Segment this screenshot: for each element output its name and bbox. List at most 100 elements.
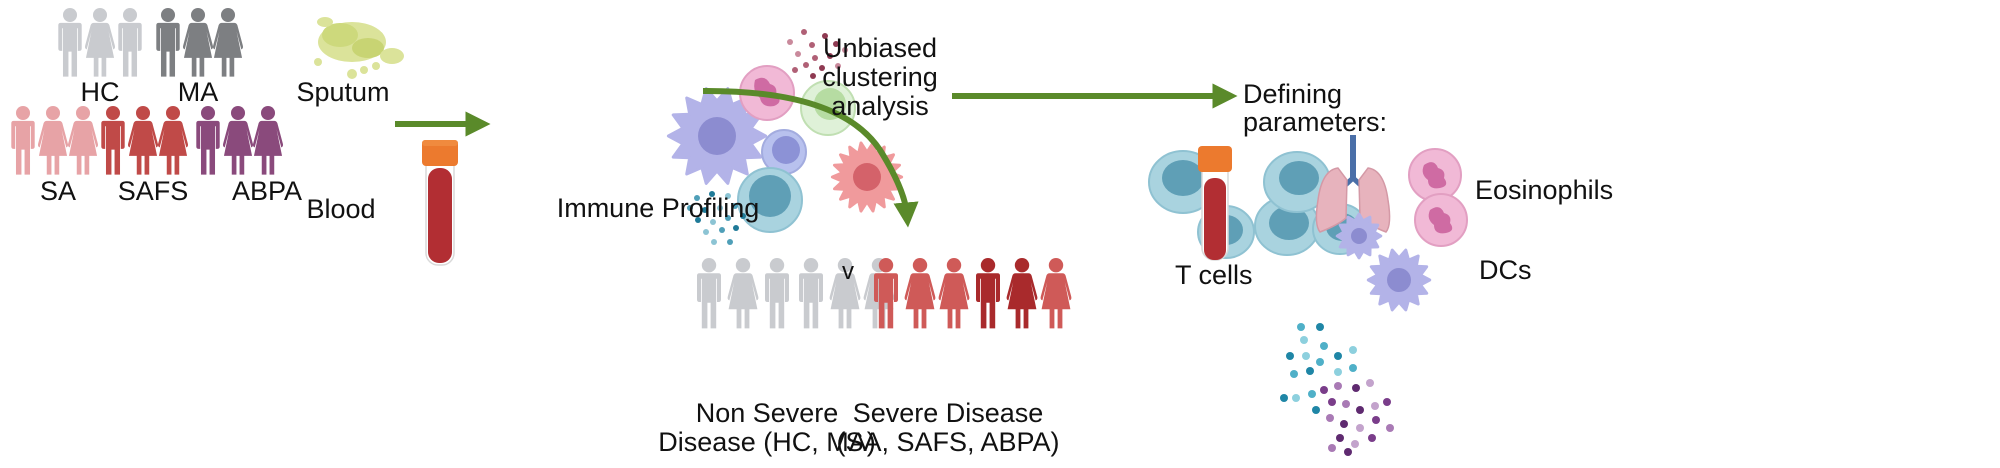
teal-cytokine-dot (1290, 370, 1298, 378)
purple-cytokine-dot (1366, 379, 1374, 387)
defining-parameters-heading: Defining parameters: (1243, 79, 1388, 137)
t-cells-label: T cells (1175, 260, 1253, 290)
sputum-label: Sputum (296, 77, 390, 107)
teal-cytokine-dot (1292, 394, 1300, 402)
purple-cytokine-dot (1320, 386, 1328, 394)
red-granule (787, 39, 793, 45)
dcs-label: DCs (1479, 255, 1532, 285)
red-granule (792, 67, 798, 73)
purple-cytokine-dot (1326, 414, 1334, 422)
teal-granule (727, 239, 733, 245)
teal-cytokine-dot (1312, 406, 1320, 414)
teal-cytokine-dot (1302, 352, 1310, 360)
teal-granule (725, 215, 731, 221)
non-severe-figures (697, 258, 895, 329)
purple-cytokine-dot (1328, 444, 1336, 452)
cohort-label-ma: MA (177, 77, 219, 107)
dendritic-cells-icon (1335, 212, 1432, 312)
cohort-hc-figures (58, 8, 142, 77)
non-severe-male-figure-icon (799, 258, 823, 329)
severe-female-figure-icon (1006, 258, 1038, 329)
cohort-label-abpa: ABPA (231, 176, 303, 206)
red-granule (833, 41, 839, 47)
teal-granule (709, 191, 715, 197)
teal-cytokine-dot (1334, 352, 1342, 360)
red-granule (803, 62, 809, 68)
red-granule (827, 53, 833, 59)
abpa-female-figure-icon (252, 106, 284, 175)
red-granule (835, 63, 841, 69)
teal-granule (687, 205, 693, 211)
teal-granule (740, 213, 746, 219)
teal-granule (719, 227, 725, 233)
sa-male-figure-icon (11, 106, 35, 175)
mast-cell-nucleus (853, 163, 881, 191)
teal-granule (694, 195, 700, 201)
red-granule (801, 29, 807, 35)
red-granule (842, 47, 848, 53)
cohort-ma-figures (156, 8, 244, 77)
safs-female-figure-icon (157, 106, 189, 175)
teal-granule (733, 225, 739, 231)
red-granule (812, 55, 818, 61)
teal-cytokine-dot (1349, 364, 1357, 372)
purple-cytokine-dot (1372, 416, 1380, 424)
arrow-profiling-to-comparison (702, 87, 919, 228)
dendritic-cell-nucleus (698, 117, 736, 155)
eosinophils-label: Eosinophils (1475, 175, 1614, 205)
red-granule (809, 42, 815, 48)
sputum-icon (314, 17, 404, 79)
safs-female-figure-icon (127, 106, 159, 175)
teal-cytokine-dot (1334, 368, 1342, 376)
ma-female-figure-icon (182, 8, 214, 77)
cytokine-dots-icon (1280, 323, 1394, 456)
non-severe-label: Non Severe Disease (HC, MA) (658, 398, 876, 457)
purple-cytokine-dot (1383, 398, 1391, 406)
red-granule (795, 51, 801, 57)
purple-cytokine-dot (1368, 434, 1376, 442)
teal-cytokine-dot (1308, 390, 1316, 398)
granules-teal-icon (687, 191, 746, 245)
cohort-label-hc: HC (80, 77, 120, 107)
teal-granule (711, 239, 717, 245)
hc-male-figure-icon (118, 8, 142, 77)
purple-cytokine-dot (1351, 440, 1359, 448)
purple-cytokine-dot (1336, 434, 1344, 442)
red-granule (822, 33, 828, 39)
teal-granule (732, 203, 738, 209)
immune-profiling-label: Immune Profiling (556, 193, 760, 223)
cohort-label-sa: SA (39, 176, 77, 206)
non-severe-female-figure-icon (727, 258, 759, 329)
versus-label: v (842, 258, 854, 285)
teal-cytokine-dot (1286, 352, 1294, 360)
purple-cytokine-dot (1328, 398, 1336, 406)
red-granule (819, 65, 825, 71)
teal-cytokine-dot (1316, 358, 1324, 366)
teal-cytokine-dot (1306, 367, 1314, 375)
teal-granule (703, 229, 709, 235)
severe-female-figure-icon (904, 258, 936, 329)
severe-figures (874, 258, 1072, 329)
teal-granule (702, 207, 708, 213)
purple-cytokine-dot (1340, 420, 1348, 428)
clustering-label: Unbiased clustering analysis (822, 33, 938, 121)
sa-female-figure-icon (37, 106, 69, 175)
non-severe-male-figure-icon (765, 258, 789, 329)
abpa-male-figure-icon (196, 106, 220, 175)
teal-cytokine-dot (1280, 394, 1288, 402)
dc-large-nucleus (1387, 268, 1411, 292)
purple-cytokine-dot (1344, 448, 1352, 456)
severe-female-figure-icon (1040, 258, 1072, 329)
teal-cytokine-dot (1300, 336, 1308, 344)
purple-cytokine-dot (1371, 402, 1379, 410)
blood-label: Blood (306, 194, 376, 224)
purple-cytokine-dot (1334, 382, 1342, 390)
hc-male-figure-icon (58, 8, 82, 77)
blood-tube-icon (422, 140, 458, 266)
eosinophils-icon (1408, 148, 1468, 247)
sa-female-figure-icon (67, 106, 99, 175)
safs-male-figure-icon (101, 106, 125, 175)
cohort-sa-figures (11, 106, 99, 175)
